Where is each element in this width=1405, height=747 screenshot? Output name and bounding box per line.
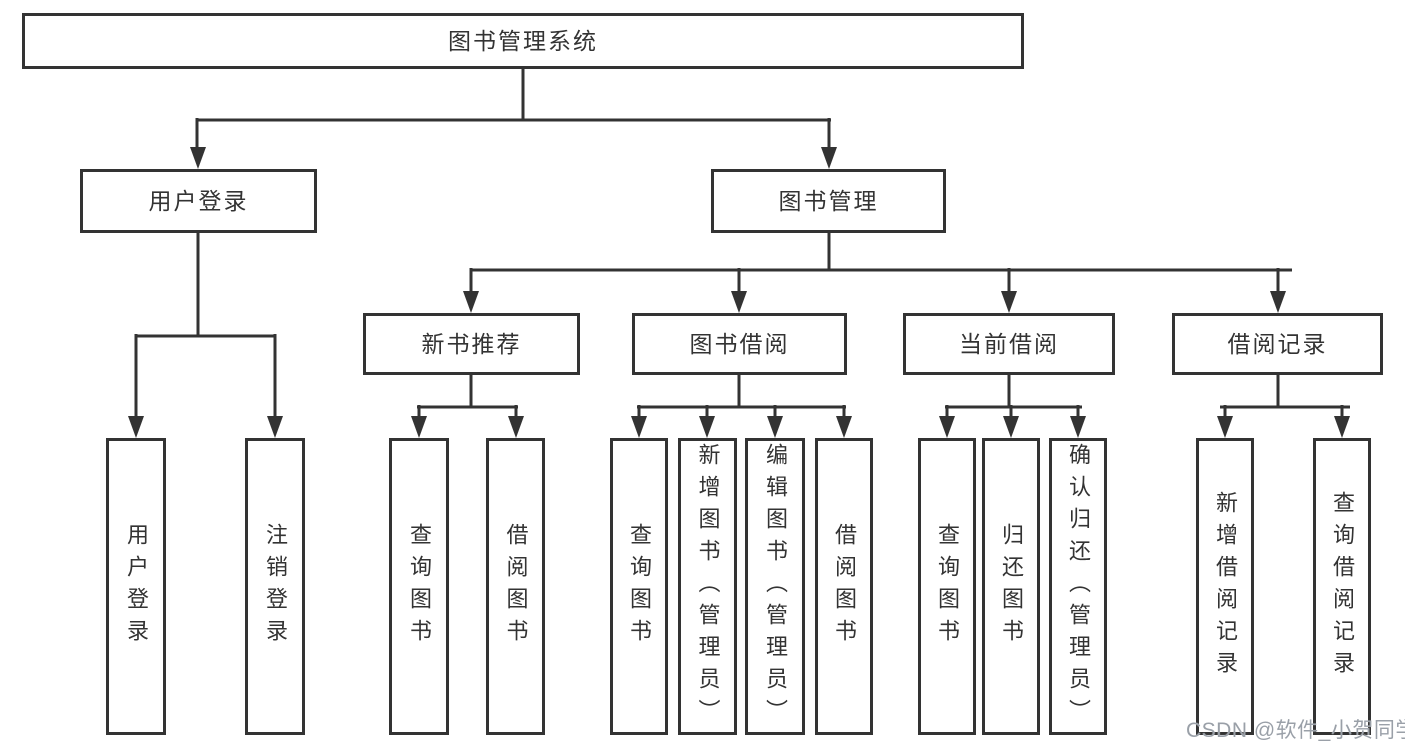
leaf-query-books-current: 查询图书 (918, 438, 976, 735)
leaf-query-borrow-record: 查询借阅记录 (1313, 438, 1371, 735)
leaf-borrow-books: 借阅图书 (815, 438, 873, 735)
leaf-add-borrow-record: 新增借阅记录 (1196, 438, 1254, 735)
node-root: 图书管理系统 (22, 13, 1024, 69)
leaf-edit-book-admin: 编辑图书（管理员） (745, 438, 805, 735)
leaf-borrow-books-recommend: 借阅图书 (486, 438, 545, 735)
node-borrow-records: 借阅记录 (1172, 313, 1383, 375)
leaf-add-book-admin: 新增图书（管理员） (678, 438, 737, 735)
leaf-confirm-return-admin: 确认归还（管理员） (1049, 438, 1107, 735)
node-new-book-recommend: 新书推荐 (363, 313, 580, 375)
leaf-return-book: 归还图书 (982, 438, 1040, 735)
leaf-query-books-recommend: 查询图书 (389, 438, 449, 735)
node-book-borrow: 图书借阅 (632, 313, 847, 375)
node-current-borrow: 当前借阅 (903, 313, 1115, 375)
leaf-user-login: 用户登录 (106, 438, 166, 735)
leaf-query-books-borrow: 查询图书 (610, 438, 668, 735)
node-book-management: 图书管理 (711, 169, 946, 233)
node-user-login: 用户登录 (80, 169, 317, 233)
leaf-logout: 注销登录 (245, 438, 305, 735)
watermark: CSDN @软件_小贺同学 (1186, 719, 1405, 742)
